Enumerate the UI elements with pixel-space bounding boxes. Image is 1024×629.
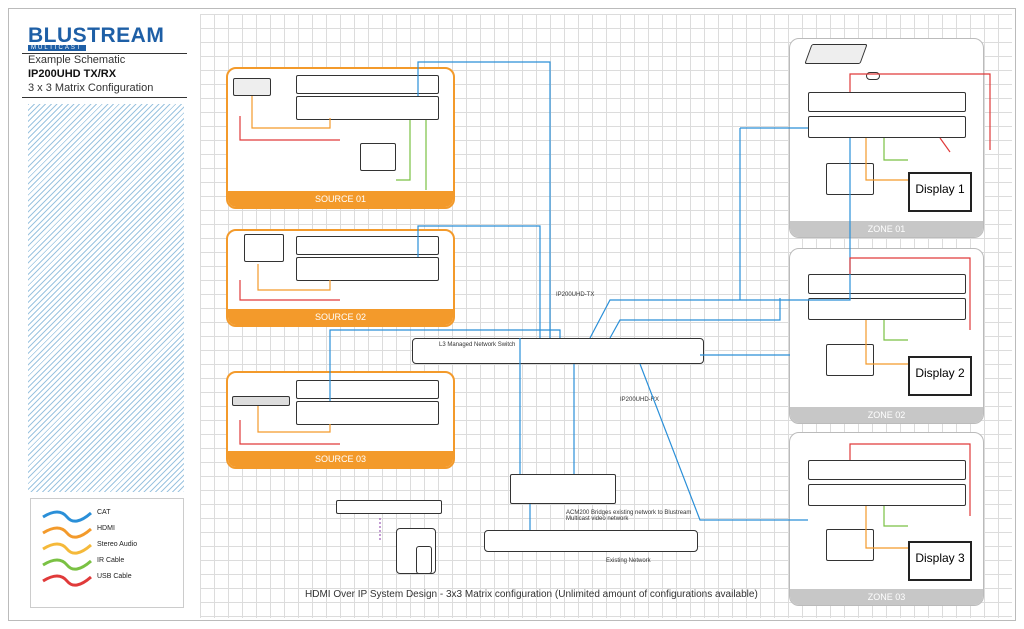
source-01-label: SOURCE 01: [228, 191, 453, 207]
set-top-box-device: [232, 396, 290, 406]
rx-unit-1-rear: [808, 116, 966, 138]
title-line-2: IP200UHD TX/RX: [28, 68, 117, 80]
network-switch-label: L3 Managed Network Switch: [439, 342, 516, 348]
display-1: Display 1: [908, 172, 972, 212]
network-switch: L3 Managed Network Switch: [412, 338, 704, 364]
ir-cables: [396, 120, 908, 527]
rx-unit-2-front: [808, 274, 966, 294]
divider: [22, 97, 187, 98]
control-processor-device: [336, 500, 442, 514]
pc-monitor-device: [244, 234, 284, 262]
display-3: Display 3: [908, 541, 972, 581]
tx-group-label: IP200UHD-TX: [556, 292, 595, 298]
brand-logo: BLUSTREAM: [28, 24, 165, 47]
title-panel: BLUSTREAM MULTICAST Example Schematic IP…: [22, 20, 187, 615]
zone-03-label: ZONE 03: [790, 589, 983, 605]
rx-group-label: IP200UHD-RX: [620, 397, 660, 403]
legend-audio: Stereo Audio: [97, 541, 138, 548]
source-speakers: [360, 143, 396, 171]
title-line-3: 3 x 3 Matrix Configuration: [28, 82, 154, 94]
tx-unit-1-rear: [296, 96, 439, 120]
legend-usb: USB Cable: [97, 573, 132, 580]
rx-unit-3-front: [808, 460, 966, 480]
rx-unit-3-rear: [808, 484, 966, 506]
source-02-label: SOURCE 02: [228, 309, 453, 325]
cable-legend: CAT HDMI Stereo Audio IR Cable USB Cable: [30, 498, 184, 608]
tx-unit-1-front: [296, 75, 439, 94]
display-1-label: Display 1: [915, 182, 965, 196]
title-line-1: Example Schematic: [28, 54, 126, 66]
display-2-label: Display 2: [915, 366, 965, 380]
hdmi-cables: [251, 96, 908, 549]
tx-unit-2-rear: [296, 257, 439, 281]
tx-unit-2-front: [296, 236, 439, 255]
legend-swatches: [42, 510, 92, 587]
tx-unit-3-rear: [296, 401, 439, 425]
zone-02-label: ZONE 02: [790, 407, 983, 423]
usb-ir-red-cables: [239, 73, 991, 516]
source-03-label: SOURCE 03: [228, 451, 453, 467]
rx-unit-2-rear: [808, 298, 966, 320]
brand-tagline: MULTICAST: [28, 45, 86, 51]
apple-tv-device: [233, 78, 271, 96]
phone-device: [416, 546, 432, 574]
zone-01-label: ZONE 01: [790, 221, 983, 237]
legend-hdmi: HDMI: [97, 525, 115, 532]
display-3-label: Display 3: [915, 551, 965, 565]
legend-cat: CAT: [97, 509, 111, 516]
tx-unit-3-front: [296, 380, 439, 399]
rx-unit-1-front: [808, 92, 966, 112]
diagram-caption: HDMI Over IP System Design - 3x3 Matrix …: [305, 589, 758, 600]
display-2: Display 2: [908, 356, 972, 396]
acm200-note: ACM200 Bridges existing network to Blust…: [566, 510, 692, 522]
cat-cables: [329, 61, 851, 530]
existing-network-switch: [484, 530, 698, 552]
hatch-pattern: [28, 104, 184, 492]
divider: [22, 53, 187, 54]
existing-network-label: Existing Network: [606, 558, 651, 564]
legend-ir: IR Cable: [97, 557, 125, 564]
mouse-device: [866, 72, 880, 80]
page-frame: [8, 8, 1016, 621]
acm200-device: [510, 474, 616, 504]
